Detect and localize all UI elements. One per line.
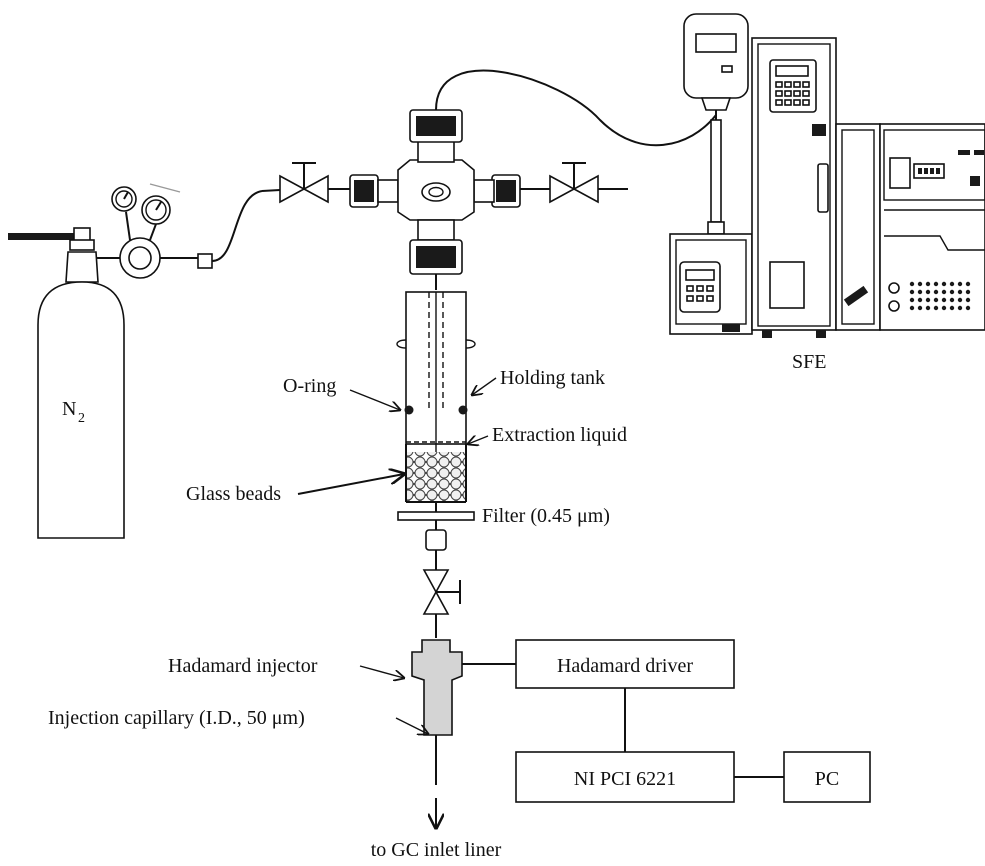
n2-subscript: 2 bbox=[78, 411, 85, 426]
n2-label: N bbox=[62, 398, 76, 420]
inlet-tubing bbox=[261, 162, 628, 204]
filter-label: Filter (0.45 μm) bbox=[482, 505, 610, 527]
ni-pci-box: NI PCI 6221 bbox=[515, 751, 735, 803]
hadamard-injector-label: Hadamard injector bbox=[168, 655, 318, 677]
valve-icon bbox=[422, 569, 450, 594]
n2-cylinder: N 2 bbox=[8, 227, 125, 539]
sfe-supply-line bbox=[435, 69, 717, 147]
hadamard-injector bbox=[411, 639, 516, 828]
valve-icon bbox=[549, 174, 576, 204]
hadamard-driver-box: Hadamard driver bbox=[515, 639, 735, 689]
hadamard-driver-label: Hadamard driver bbox=[557, 655, 693, 677]
holding-tank bbox=[396, 291, 476, 638]
annotations: Holding tank O-ring Extraction liquid Gl… bbox=[48, 367, 627, 861]
gas-regulator bbox=[96, 183, 263, 279]
pc-label: PC bbox=[815, 768, 839, 790]
cross-fitting bbox=[349, 109, 521, 290]
o-ring-right bbox=[458, 405, 468, 415]
pc-box: PC bbox=[783, 751, 871, 803]
sfe-label: SFE bbox=[792, 351, 826, 373]
gc-inlet-label: to GC inlet liner bbox=[371, 839, 502, 861]
sfe-instrument: SFE bbox=[669, 13, 985, 373]
ni-pci-label: NI PCI 6221 bbox=[574, 768, 676, 790]
holding-tank-label: Holding tank bbox=[500, 367, 605, 389]
valve-icon bbox=[279, 174, 306, 204]
o-ring-left bbox=[404, 405, 414, 415]
glass-beads bbox=[407, 452, 465, 502]
extraction-liquid-label: Extraction liquid bbox=[492, 424, 627, 446]
injection-capillary-label: Injection capillary (I.D., 50 μm) bbox=[48, 707, 305, 729]
o-ring-label: O-ring bbox=[283, 375, 336, 397]
glass-beads-label: Glass beads bbox=[186, 483, 281, 505]
filter bbox=[397, 511, 475, 521]
